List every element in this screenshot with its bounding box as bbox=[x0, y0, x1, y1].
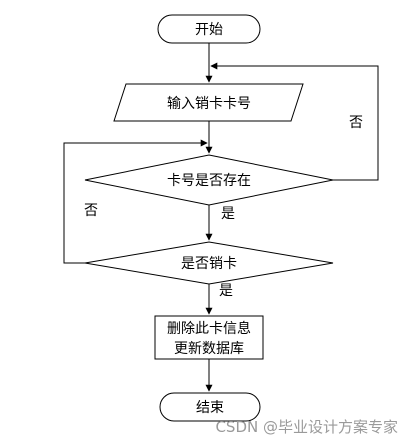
input-node: 输入销卡卡号 bbox=[113, 83, 304, 122]
decision1-yes-label: 是 bbox=[221, 206, 235, 222]
decision1-no-label: 否 bbox=[349, 115, 363, 131]
decision2-node: 是否销卡 bbox=[84, 241, 334, 285]
end-label: 结束 bbox=[196, 400, 224, 416]
watermark-text: CSDN @毕业设计方案专家 bbox=[215, 418, 398, 436]
decision1-label: 卡号是否存在 bbox=[167, 173, 251, 189]
decision2-no-label: 否 bbox=[84, 203, 98, 219]
input-label: 输入销卡卡号 bbox=[167, 96, 251, 112]
process-label-line1: 删除此卡信息 bbox=[167, 320, 251, 337]
start-node: 开始 bbox=[157, 14, 261, 44]
process-node: 删除此卡信息 更新数据库 bbox=[154, 315, 264, 360]
decision2-yes-label: 是 bbox=[219, 283, 233, 299]
edge-decision1-no bbox=[210, 62, 379, 181]
process-label-line2: 更新数据库 bbox=[174, 341, 244, 357]
edge-decision2-no bbox=[63, 139, 208, 264]
end-node: 结束 bbox=[159, 392, 261, 422]
start-label: 开始 bbox=[195, 22, 223, 38]
decision1-node: 卡号是否存在 bbox=[84, 154, 334, 206]
decision2-label: 是否销卡 bbox=[181, 256, 237, 272]
